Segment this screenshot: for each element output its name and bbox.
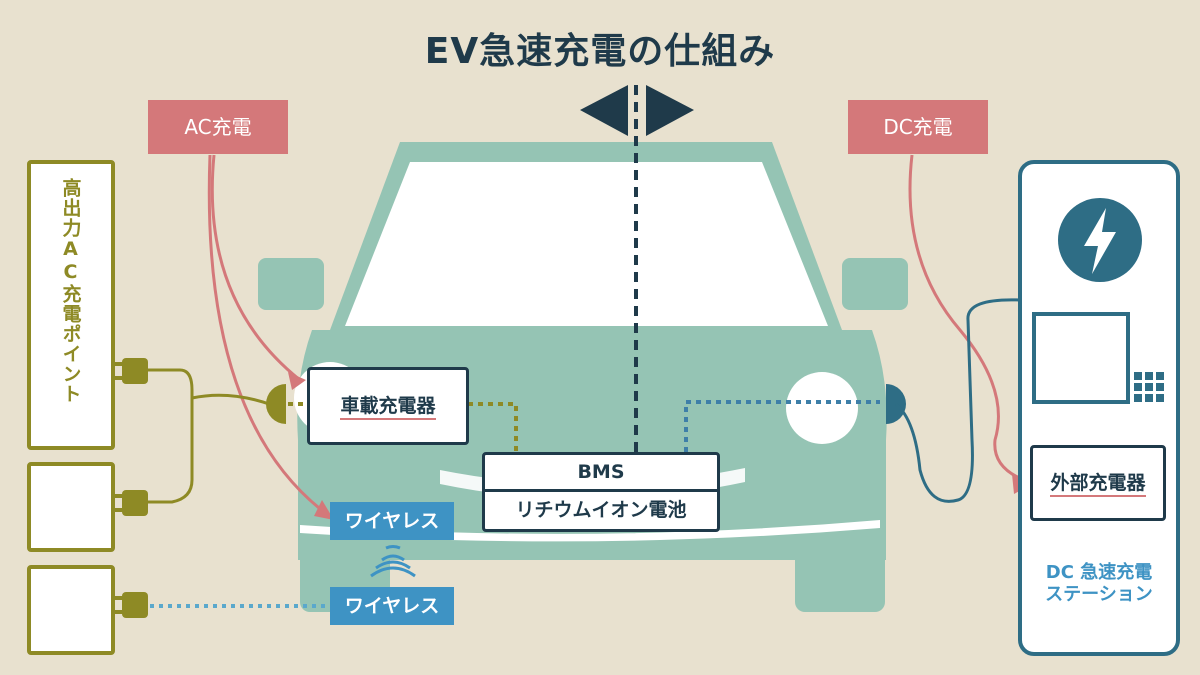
high-output-ac-point-panel: 高出力AC充電ポイント bbox=[27, 160, 115, 450]
high-output-ac-point-label: 高出力AC充電ポイント bbox=[59, 178, 82, 404]
dc-fast-charging-station: 外部充電器 DC 急速充電 ステーション bbox=[1018, 160, 1180, 656]
dc-station-label-line2: ステーション bbox=[1045, 584, 1153, 605]
right-arrow-icon bbox=[646, 85, 694, 136]
keypad-icon bbox=[1134, 372, 1164, 402]
page-title: EV急速充電の仕組み bbox=[424, 31, 776, 72]
left-arrow-icon bbox=[580, 85, 628, 136]
external-charger-box: 外部充電器 bbox=[1030, 445, 1166, 521]
dc-cable bbox=[894, 298, 1021, 503]
windshield bbox=[345, 162, 828, 326]
bms-battery-box: BMS リチウムイオン電池 bbox=[482, 452, 720, 532]
right-mirror bbox=[842, 258, 908, 310]
station-screen bbox=[1032, 312, 1130, 404]
ac-cables bbox=[148, 368, 273, 504]
onboard-charger-box: 車載充電器 bbox=[307, 367, 469, 445]
ac-arrowhead-2 bbox=[314, 500, 334, 520]
wireless-receiver-tag: ワイヤレス bbox=[330, 502, 454, 540]
outlet-panel-2 bbox=[27, 565, 115, 655]
right-headlight bbox=[786, 372, 858, 444]
ac-internal-wiring bbox=[288, 402, 518, 452]
dc-charging-tag: DC充電 bbox=[848, 100, 988, 154]
wireless-waves-icon bbox=[370, 554, 416, 578]
left-mirror bbox=[258, 258, 324, 310]
plug-icons bbox=[110, 358, 148, 618]
dc-flow-line bbox=[908, 154, 1031, 484]
dc-station-label-line1: DC 急速充電 bbox=[1045, 562, 1153, 583]
wireless-transmitter-tag: ワイヤレス bbox=[330, 587, 454, 625]
ac-arrowhead-1 bbox=[288, 372, 306, 390]
ac-charging-tag: AC充電 bbox=[148, 100, 288, 154]
dc-internal-wiring bbox=[684, 400, 880, 452]
battery-label: リチウムイオン電池 bbox=[515, 499, 687, 521]
outlet-panel-1 bbox=[27, 462, 115, 552]
ac-inlet bbox=[266, 384, 286, 424]
ac-flow-lines bbox=[207, 154, 329, 517]
dc-station-label: DC 急速充電 ステーション bbox=[1022, 562, 1176, 606]
station-graphics bbox=[1032, 198, 1164, 404]
bms-label: BMS bbox=[485, 455, 717, 492]
external-charger-label: 外部充電器 bbox=[1050, 472, 1146, 497]
onboard-charger-label: 車載充電器 bbox=[340, 395, 436, 420]
